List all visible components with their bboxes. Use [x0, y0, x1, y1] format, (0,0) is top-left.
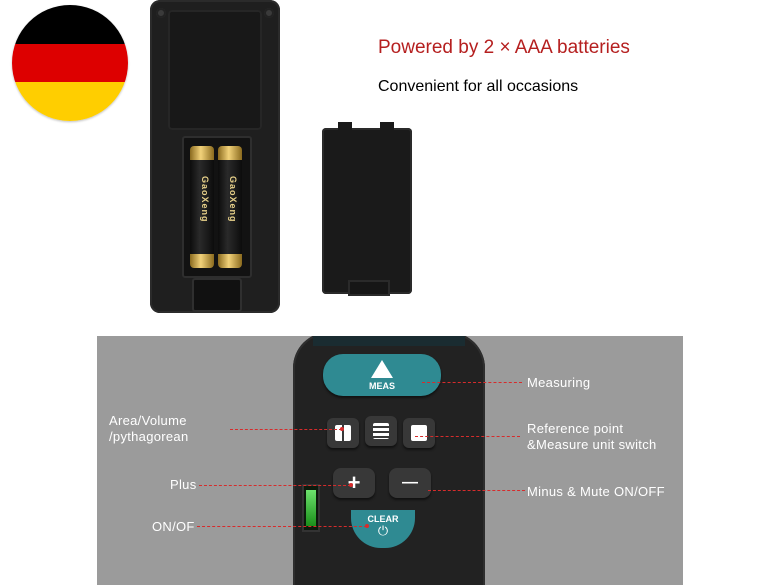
- battery-brand-label: GaoXeng: [228, 176, 238, 223]
- flag-stripe-red: [12, 43, 128, 83]
- germany-flag-icon: [12, 5, 128, 121]
- device-back-panel: [168, 10, 262, 130]
- laser-icon: [371, 360, 393, 378]
- device-clip: [192, 278, 242, 312]
- callout-measure-unit: &Measure unit switch: [527, 437, 657, 452]
- meas-label: MEAS: [368, 381, 395, 391]
- flag-stripe-black: [12, 5, 128, 44]
- plus-symbol: +: [347, 470, 361, 495]
- battery-cover-image: [322, 122, 412, 296]
- battery-brand-label: GaoXeng: [200, 176, 210, 223]
- flag-stripe-gold: [12, 82, 128, 121]
- cover-notch: [348, 280, 390, 296]
- cover-tab: [338, 122, 352, 130]
- callout-dot: [365, 524, 369, 528]
- list-icon: [373, 423, 389, 439]
- keypad-diagram: MEAS + — CLEAR ⏻ Measuring Area/Volume /…: [97, 336, 683, 585]
- callout-line-area: [230, 429, 342, 430]
- power-icon: ⏻: [377, 523, 389, 538]
- subheadline: Convenient for all occasions: [378, 78, 579, 95]
- bubble-level: [302, 484, 320, 532]
- callout-line-reference: [415, 436, 520, 437]
- callout-on-off: ON/OF: [152, 519, 195, 534]
- unit-icon: [411, 425, 427, 441]
- device-front-image: MEAS + — CLEAR ⏻: [293, 336, 485, 585]
- battery-aaa-1: GaoXeng: [190, 146, 214, 268]
- clear-power-button: CLEAR ⏻: [351, 510, 415, 548]
- area-volume-key: [327, 418, 359, 448]
- callout-reference-point: Reference point: [527, 421, 624, 436]
- callout-area-volume: Area/Volume: [109, 413, 187, 428]
- battery-aaa-2: GaoXeng: [218, 146, 242, 268]
- meas-button: MEAS: [323, 354, 441, 396]
- callout-pythagorean: /pythagorean: [109, 429, 189, 444]
- callout-measuring: Measuring: [527, 375, 591, 390]
- cover-tab: [380, 122, 394, 130]
- callout-plus: Plus: [170, 477, 197, 492]
- callout-line-minus: [428, 490, 525, 491]
- minus-symbol: —: [402, 474, 418, 491]
- headline: Powered by 2 × AAA batteries: [378, 37, 630, 58]
- screw-icon: [264, 8, 274, 18]
- screw-icon: [156, 8, 166, 18]
- callout-line-plus: [199, 485, 351, 486]
- callout-line-measuring: [422, 382, 522, 383]
- menu-key: [365, 416, 397, 446]
- callout-line-onoff: [197, 526, 367, 527]
- clear-label: CLEAR: [367, 514, 399, 524]
- unit-key: [403, 418, 435, 448]
- minus-mute-key: —: [389, 468, 431, 498]
- plus-key: +: [333, 468, 375, 498]
- battery-bay: GaoXeng GaoXeng: [182, 136, 252, 278]
- callout-minus-mute: Minus & Mute ON/OFF: [527, 484, 665, 499]
- device-back-image: GaoXeng GaoXeng: [150, 0, 280, 313]
- display-edge: [313, 336, 465, 346]
- callout-dot: [349, 483, 353, 487]
- callout-dot: [340, 427, 344, 431]
